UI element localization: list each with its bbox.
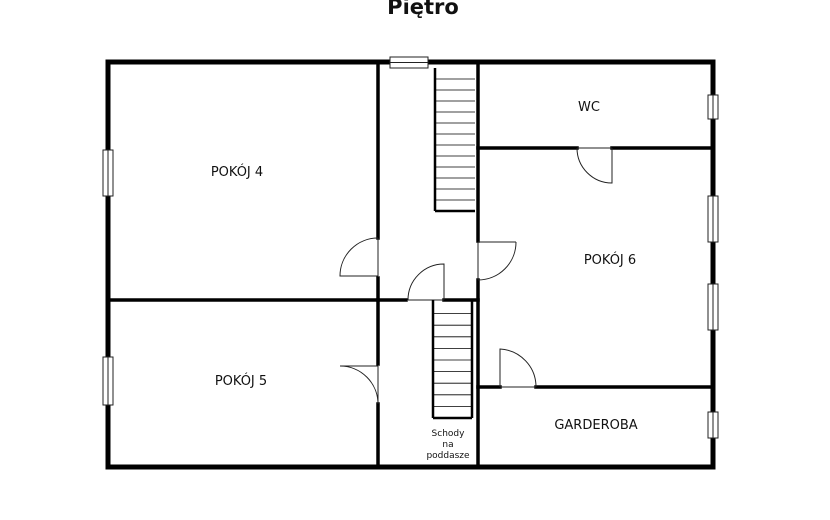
door-pokoj5	[339, 365, 379, 405]
room-label-wc: WC	[578, 100, 600, 115]
window-pokoj4	[102, 149, 114, 197]
stairs-label-line-2: na	[442, 440, 453, 450]
window-garderoba	[707, 411, 719, 439]
stairs-label-line-3: poddasze	[426, 451, 470, 461]
window-pokoj5	[102, 356, 114, 406]
stairs-upper	[433, 68, 475, 213]
door-corridor	[407, 263, 445, 301]
door-pokoj6	[477, 241, 517, 281]
door-garderoba	[499, 348, 537, 388]
room-label-pokoj-6: POKÓJ 6	[584, 252, 636, 268]
window-wc	[707, 94, 719, 120]
door-pokoj4	[339, 237, 379, 277]
room-label-pokoj-4: POKÓJ 4	[211, 164, 263, 180]
stairs-lower	[431, 300, 474, 420]
room-label-pokoj-5: POKÓJ 5	[215, 373, 267, 389]
doors	[339, 147, 613, 405]
stairs-label-line-1: Schody	[432, 429, 466, 439]
window-pokoj6-lower	[707, 283, 719, 331]
windows	[102, 56, 719, 439]
window-pokoj6-upper	[707, 195, 719, 243]
room-label-garderoba: GARDEROBA	[554, 418, 637, 433]
door-wc	[576, 147, 613, 184]
interior-walls	[106, 60, 715, 469]
floor-title: Piętro	[387, 0, 459, 19]
window-top-corridor	[389, 56, 429, 69]
